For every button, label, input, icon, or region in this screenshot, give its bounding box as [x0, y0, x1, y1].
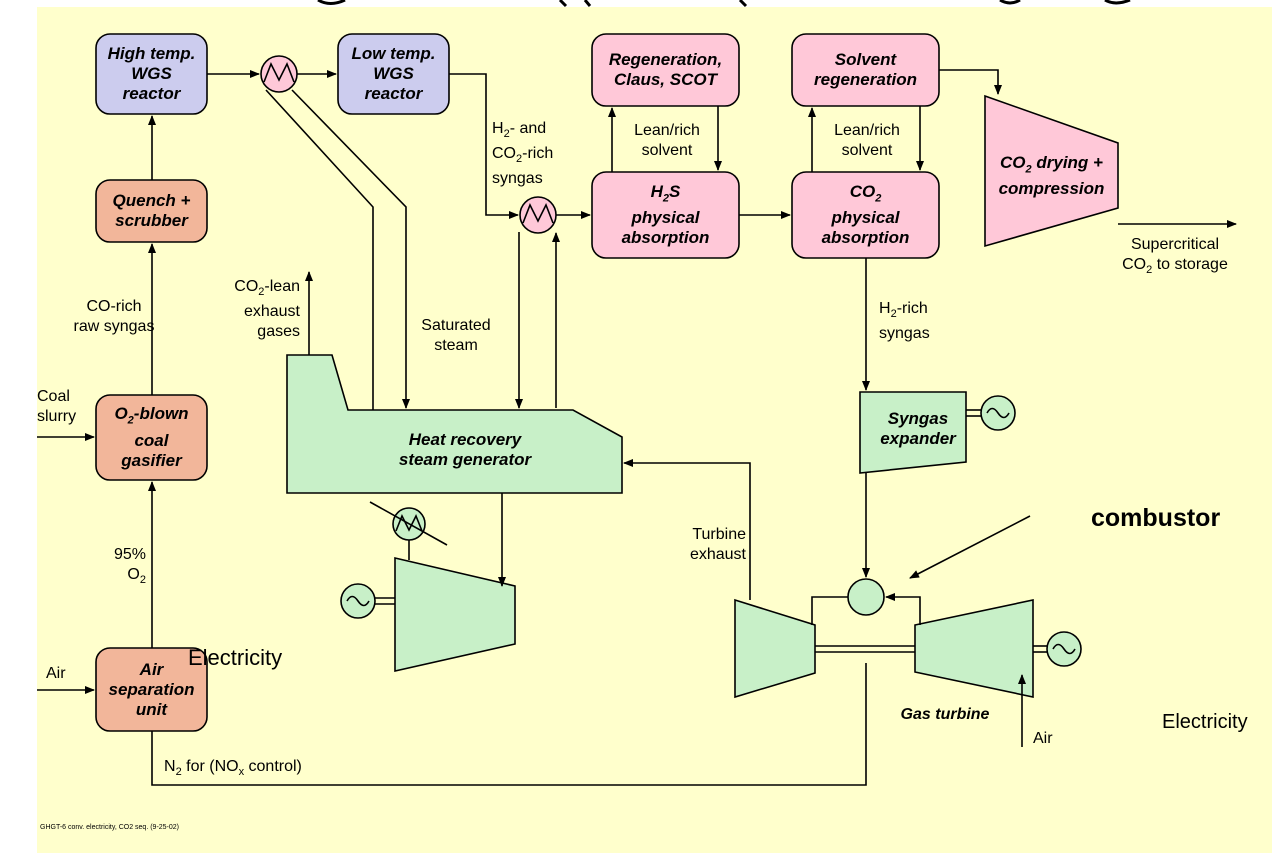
combustor-icon: [847, 578, 885, 616]
air-asu-label: Air: [46, 665, 66, 682]
high-temp-wgs-label: High temp. WGS reactor: [107, 44, 196, 103]
combustor-label: combustor: [1091, 504, 1221, 532]
h2s-absorption-text: physical absorption: [621, 208, 710, 248]
n2-nox-text: ): [296, 758, 302, 775]
steam-turbine-shape: [394, 556, 516, 672]
co2-drying-label: CO2 drying + compression: [998, 152, 1105, 199]
n2-nox-label: N2 for (NOx control): [164, 758, 302, 779]
co2-absorption-text: physical absorption: [821, 208, 910, 248]
gasifier-text: coal gasifier: [121, 430, 182, 470]
h2s-absorption-label: H2S physical absorption: [621, 181, 710, 248]
oxygen-95-label: 95% O2: [92, 545, 146, 590]
co2-lean-exhaust-text: exhaust gases: [243, 303, 300, 341]
low-temp-wgs-label: Low temp. WGS reactor: [351, 44, 436, 103]
air-gt-label: Air: [1033, 730, 1053, 747]
solvent-regeneration-label: Solvent regeneration: [814, 50, 917, 89]
co2-absorption-label: CO2 physical absorption: [821, 181, 910, 248]
hrsg-label: Heat recovery steam generator: [398, 430, 532, 469]
cropped-title-text: [317, 0, 1131, 8]
footer-note: GHGT-6 conv. electricity, CO2 seq. (9-25…: [40, 824, 180, 831]
co2-lean-exhaust-label: CO2-lean exhaust gases: [196, 277, 300, 342]
gt-turbine-shape: [734, 598, 816, 699]
gasifier-label: O2-blown coal gasifier: [114, 404, 189, 470]
h2-co2-rich-syngas-label: H2- and CO2-rich syngas: [492, 120, 554, 188]
coal-slurry-label: Coal slurry: [37, 388, 77, 425]
saturated-steam-label: Saturated steam: [421, 317, 491, 354]
oxygen-95-text: 95%: [113, 546, 146, 563]
co2-compressor-shape: [984, 94, 1119, 248]
gt-compressor-shape: [914, 599, 1034, 698]
hrsg-shape: [286, 354, 623, 494]
lean-rich-solvent-label: Lean/rich solvent: [834, 122, 900, 159]
h2-co2-rich-syngas-text: syngas: [492, 170, 543, 188]
h2-rich-syngas-label: H2-rich syngas: [879, 300, 930, 343]
syngas-expander-shape: [859, 391, 967, 474]
air-separation-label: Air separation unit: [108, 659, 195, 719]
lean-rich-solvent-label: Lean/rich solvent: [634, 122, 700, 159]
regeneration-claus-label: Regeneration, Claus, SCOT: [608, 50, 723, 89]
syngas-expander-label: Syngas expander: [880, 409, 956, 448]
co2-drying-text: drying + compression: [998, 152, 1105, 199]
electricity-left-label: Electricity: [188, 645, 283, 670]
turbine-exhaust-label: Turbine exhaust: [689, 526, 746, 563]
gas-turbine-label: Gas turbine: [900, 706, 990, 723]
h2-rich-syngas-text: syngas: [879, 325, 930, 343]
co-rich-raw-syngas-label: CO-rich raw syngas: [73, 298, 155, 335]
quench-scrubber-label: Quench + scrubber: [112, 191, 191, 230]
electricity-right-label: Electricity: [1162, 711, 1248, 733]
supercritical-co2-text: Supercritical: [1130, 236, 1220, 253]
regeneration-claus-block: [591, 33, 740, 107]
supercritical-co2-label: Supercritical CO2 to storage: [1090, 235, 1260, 280]
